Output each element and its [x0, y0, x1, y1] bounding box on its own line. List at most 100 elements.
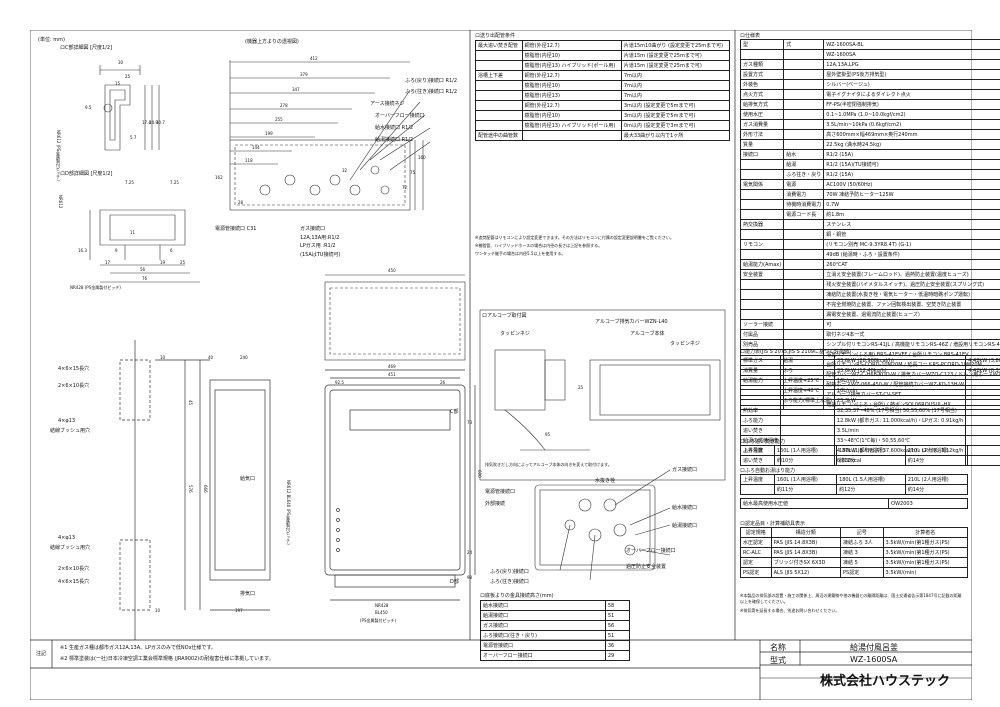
table-cell: 消費量	[739, 365, 782, 376]
table-cell: 51	[604, 630, 631, 641]
front-dim: 469	[388, 364, 396, 369]
table-cell	[783, 289, 825, 300]
table-cell	[783, 239, 825, 250]
spec-table-title: ロ仕様表	[740, 33, 761, 39]
table-cell: 3.5L/min	[833, 425, 967, 436]
table-cell	[739, 209, 785, 220]
table-header-row: 認定規格構造分類記号計算者名	[740, 527, 969, 538]
table-cell: 使用水圧	[739, 109, 785, 120]
front-dim: 24	[467, 550, 473, 555]
table-cell	[783, 319, 825, 330]
detail-d-dim: 25	[180, 260, 186, 265]
table-cell: 電源管接続口	[480, 640, 606, 651]
front-dim: 666	[203, 485, 208, 493]
table-cell: 約12分	[836, 455, 906, 466]
table-cell: ガス種類	[739, 59, 785, 70]
table-cell: 33~48℃(1℃毎)・50,55,60℃	[833, 435, 967, 446]
top-dim: 199	[265, 131, 273, 136]
standard-value: OW2003	[888, 498, 968, 509]
table-cell: 180L (1.5人用浴槽)	[836, 445, 906, 456]
table-row: 配管途中の曲管数 最大33曲がり以内で1ヶ所	[475, 130, 731, 141]
table-row: 浴槽上下差銅管(外径12.7)7m以内	[475, 70, 731, 81]
table-cell: 最大33曲がり以内で1ヶ所	[620, 130, 731, 141]
table-cell	[783, 69, 825, 80]
table-cell: 型	[739, 39, 785, 50]
table-cell	[475, 80, 523, 91]
table-cell: 3.5L/min~10kPa (0.6kgf/cm2)	[823, 119, 1000, 130]
detail-d-dim: 76	[142, 276, 148, 281]
front-label: 給気口	[240, 476, 256, 482]
drawing-lines	[30, 30, 972, 700]
title-model-value: WZ-1600SA	[850, 655, 898, 664]
front-label: (PS金属製付ピッチ)	[360, 618, 397, 623]
table-cell: 高さ600mm×幅469mm×奥行240mm	[823, 129, 1000, 140]
table-cell: 付属品	[739, 329, 785, 340]
table-cell	[475, 110, 523, 121]
bottom-label: 給湯接続口	[672, 523, 698, 529]
table-cell	[739, 385, 782, 396]
table-cell: 式	[783, 39, 825, 50]
table-cell: 7m以内	[620, 90, 731, 101]
table-cell: PAS (JIS 14.8X3B)	[770, 547, 842, 558]
table-cell: 電子イグナイタによるダイレクト点火	[823, 89, 1000, 100]
pipe-note: ワンタッチ継手の場合は内径5.5以上を使用する。	[475, 251, 566, 256]
table-cell	[739, 199, 785, 210]
table-cell: ブリッジ付きSX 6X3D	[770, 557, 842, 568]
table-cell	[739, 279, 785, 290]
front-dim: 10	[160, 355, 166, 360]
front-label: 4×6×15長穴	[58, 366, 90, 372]
table-cell: 樹脂管(内径10)	[521, 50, 622, 61]
table-cell: 3m以内 (設定変更で5mまで可)	[620, 100, 731, 111]
table-row: 最大追い焚き配管銅管(外径12.7)片道15m10曲がり (設定変更で25mまで…	[475, 40, 731, 51]
table-cell: ガス接続口	[480, 620, 606, 631]
table-cell: 配管途中の曲管数	[475, 130, 523, 141]
table-cell: ALS (JIS 5X12)	[770, 567, 842, 578]
front-dim: 451	[388, 372, 396, 377]
table-cell: 凍結 5	[840, 557, 884, 568]
table-cell: 22.5kg (満水時24.5kg)	[823, 139, 1000, 150]
table-cell: 12.8kW (都市ガス: 11,000kcal/h)・LPガス: 0.91kg…	[833, 415, 967, 426]
front-label: NR612 BL640 (PS金属製付ピッチ)	[286, 480, 291, 545]
table-row: ふろ能力(標準上水温)23.3kW	[739, 395, 1000, 406]
side-view-drawing	[119, 340, 271, 640]
table-cell: 0m以内 (設定変更で3mまで可)	[620, 120, 731, 131]
table-cell: 可	[823, 319, 1000, 330]
front-dim: NR428	[375, 603, 389, 608]
table-cell: 質量	[739, 139, 785, 150]
front-label: 排気口	[240, 591, 256, 597]
table-row: 約10分約12分約14分	[740, 455, 969, 466]
table-cell	[965, 395, 1000, 406]
table-cell	[739, 189, 785, 200]
table-cell: 漏電安全装置、過電流防止装置(ヒューズ)	[823, 309, 1000, 320]
table-cell: 認定	[740, 557, 772, 568]
approval-title: ロ認定品目・計算補助具表示	[740, 521, 806, 527]
bottom-label: ふろ(戻り)接続口	[490, 569, 529, 575]
detail-d-drawing	[89, 209, 200, 283]
table-cell: 3.5kW/(min)第1種ガス(PS)	[882, 547, 969, 558]
table-cell: PS認定	[740, 567, 772, 578]
reheat-title: ロふろ追い焚き能力	[740, 439, 786, 445]
table-cell: 4.42kW (0.316kg/h)	[965, 365, 1000, 376]
table-cell: 10L/min	[833, 385, 967, 396]
table-cell: R1/2 (15A)	[823, 169, 1000, 180]
table-cell	[475, 120, 523, 131]
table-cell: 約14分	[904, 455, 969, 466]
table-cell	[780, 415, 835, 426]
table-cell: 立消え安全装置(フレームロッド)、過熱防止装置(温度ヒューズ)	[823, 269, 1000, 280]
table-cell: 銅・銅管	[823, 229, 1000, 240]
top-dim: 32	[342, 168, 348, 173]
table-cell: 3.5kW/(min)	[882, 567, 969, 578]
table-row: 安全装置立消え安全装置(フレームロッド)、過熱防止装置(温度ヒューズ)	[739, 269, 1000, 280]
top-label: 12A,13A用:R1/2	[300, 235, 340, 241]
table-cell: 70W 凍結予防ヒーター125W	[823, 189, 1000, 200]
table-cell: 上昇温度	[740, 474, 775, 485]
